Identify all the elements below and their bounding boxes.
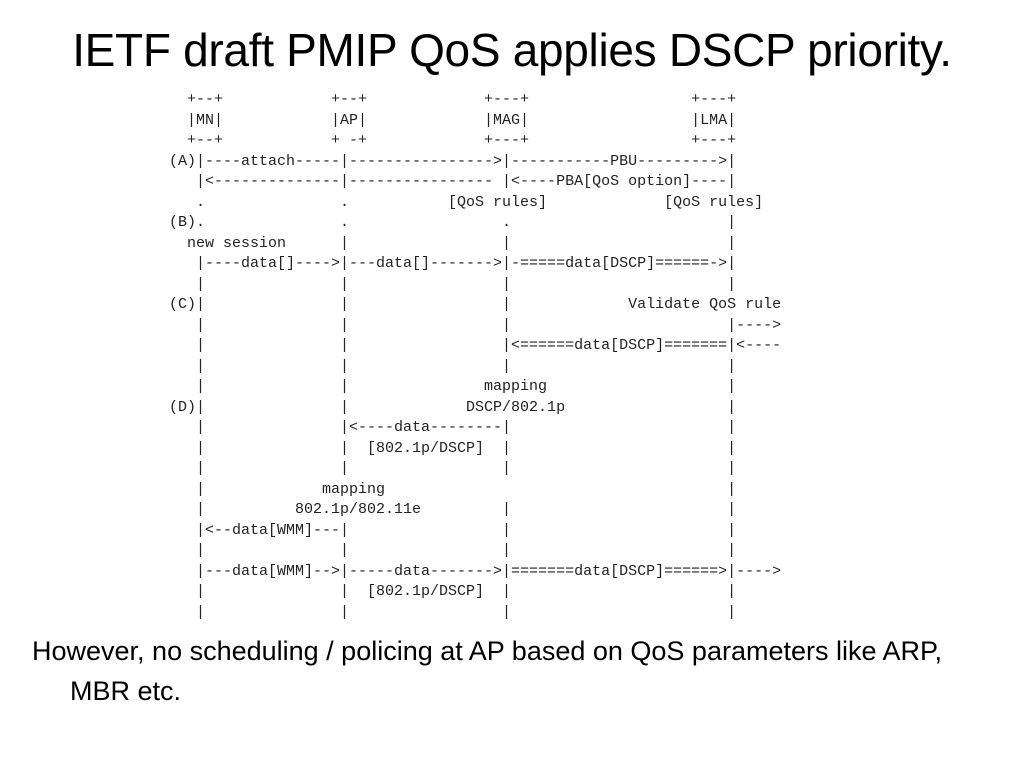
diagram-line: | | | | xyxy=(169,603,737,621)
diagram-line: |MN| |AP| |MAG| |LMA| xyxy=(169,111,737,129)
pmip-qos-sequence-diagram: +--+ +--+ +---+ +---+ |MN| |AP| |MAG| |L… xyxy=(0,90,1024,625)
diagram-line: . . [QoS rules] [QoS rules] xyxy=(169,193,764,211)
diagram-line: | | |<======data[DSCP]=======|<---- xyxy=(169,337,782,354)
diagram-line: | | | | xyxy=(169,460,737,477)
slide-title: IETF draft PMIP QoS applies DSCP priorit… xyxy=(72,24,952,76)
diagram-line: | | [802.1p/DSCP] | | xyxy=(169,439,737,457)
diagram-line: | | | | xyxy=(169,275,737,293)
diagram-line: |----data[]---->|---data[]------->|-====… xyxy=(169,255,737,272)
ascii-diagram-text: +--+ +--+ +---+ +---+ |MN| |AP| |MAG| |L… xyxy=(169,90,781,623)
diagram-line: | | mapping | xyxy=(169,378,737,395)
diagram-line: | 802.1p/802.11e | | xyxy=(169,501,737,518)
diagram-line: (D)| | DSCP/802.1p | xyxy=(169,398,737,416)
diagram-line: +--+ +--+ +---+ +---+ xyxy=(169,91,737,108)
diagram-line: (B). . . | xyxy=(169,214,737,231)
diagram-line: (A)|----attach-----|---------------->|--… xyxy=(169,152,737,170)
diagram-line: | | | | xyxy=(169,542,737,559)
diagram-line: (C)| | | Validate QoS rule xyxy=(169,296,782,313)
diagram-line: new session | | | xyxy=(169,234,737,252)
diagram-line: |---data[WMM]-->|-----data------->|=====… xyxy=(169,562,782,580)
diagram-line: +--+ + -+ +---+ +---+ xyxy=(169,132,737,149)
diagram-line: | | | |----> xyxy=(169,316,782,334)
diagram-line: | mapping | xyxy=(169,480,737,498)
slide-note: However, no scheduling / policing at AP … xyxy=(32,636,943,706)
diagram-line: | | | | xyxy=(169,357,737,375)
diagram-line: |<--data[WMM]---| | | xyxy=(169,521,737,539)
diagram-line: | | [802.1p/DSCP] | | xyxy=(169,583,737,600)
diagram-line: | |<----data--------| | xyxy=(169,419,737,436)
diagram-line: |<--------------|---------------- |<----… xyxy=(169,173,737,190)
